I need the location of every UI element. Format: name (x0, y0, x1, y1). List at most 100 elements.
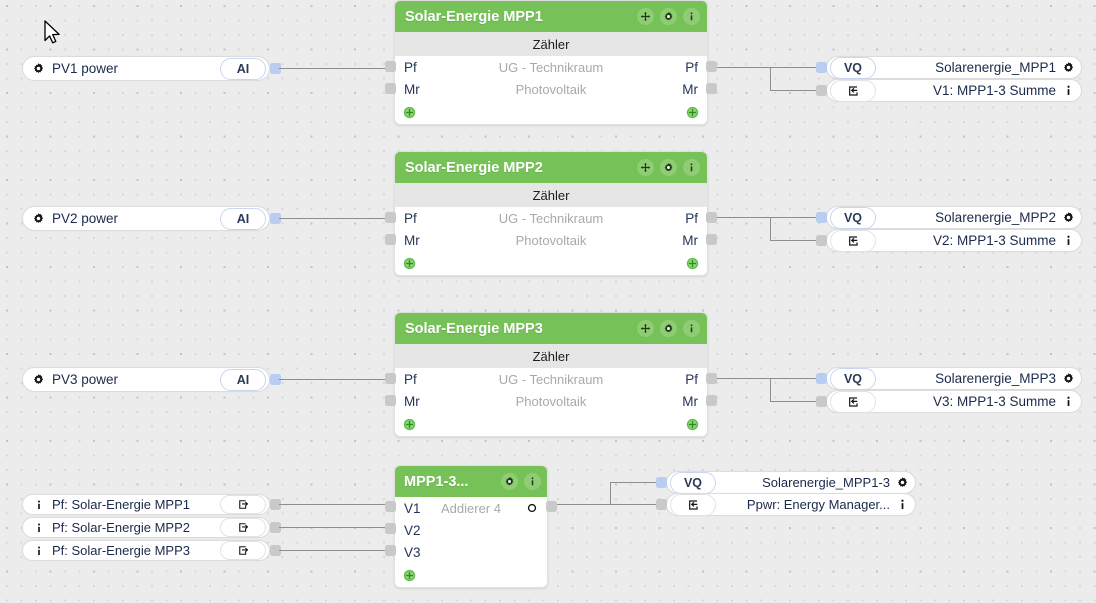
plus-icon[interactable] (403, 418, 416, 431)
input-port-v1-mpp1-3-summe[interactable] (816, 85, 827, 96)
arrow-out-of-box-icon[interactable] (237, 521, 250, 534)
input-port-mr[interactable] (385, 83, 396, 94)
row-input-label[interactable]: V1 (404, 500, 421, 516)
row-input-label[interactable]: Pf (404, 210, 417, 226)
port-pill-ai[interactable]: AI (220, 57, 266, 80)
port-pill-arrow[interactable] (220, 541, 266, 560)
port-pill-arrow[interactable] (830, 79, 876, 102)
row-output-label[interactable]: Pf (685, 59, 698, 75)
info-icon[interactable] (683, 159, 700, 176)
port-pill-arrow[interactable] (830, 229, 876, 252)
row-input-label[interactable]: Mr (404, 393, 420, 409)
info-icon[interactable] (683, 8, 700, 25)
row-input-label[interactable]: V3 (404, 544, 421, 560)
plus-icon[interactable] (403, 106, 416, 119)
input-port-pf[interactable] (385, 61, 396, 72)
port-pill-vq[interactable]: VQ (670, 471, 716, 494)
port-pill-vq[interactable]: VQ (830, 367, 876, 390)
plus-icon[interactable] (686, 106, 699, 119)
node-pf-solar-energie-mpp1[interactable]: Pf: Solar-Energie MPP1 (22, 494, 270, 515)
row-output-label[interactable]: Mr (682, 393, 698, 409)
port-pill-ai[interactable]: AI (220, 207, 266, 230)
row-output-label[interactable] (512, 502, 538, 514)
plus-icon[interactable] (686, 257, 699, 270)
output-circle-icon[interactable] (526, 502, 538, 514)
info-icon[interactable] (1062, 84, 1075, 97)
input-port-v3-mpp1-3-summe[interactable] (816, 396, 827, 407)
input-port-v2-mpp1-3-summe[interactable] (816, 235, 827, 246)
port-pill-arrow[interactable] (220, 518, 266, 537)
input-port-ppwr-energy-manager[interactable] (656, 499, 667, 510)
gear-icon[interactable] (32, 373, 45, 386)
output-port-pf[interactable] (706, 61, 717, 72)
output-port-pv3-power[interactable] (270, 374, 281, 385)
output-port-mr[interactable] (706, 395, 717, 406)
input-port-v3[interactable] (385, 545, 396, 556)
gear-icon[interactable] (1062, 211, 1075, 224)
block-header[interactable]: MPP1-3... (395, 466, 547, 497)
row-output-label[interactable]: Mr (682, 232, 698, 248)
input-port-v1[interactable] (385, 501, 396, 512)
port-pill-ai[interactable]: AI (220, 368, 266, 391)
node-pf-solar-energie-mpp2[interactable]: Pf: Solar-Energie MPP2 (22, 517, 270, 538)
output-port-pv1-power[interactable] (270, 63, 281, 74)
node-v2-mpp1-3-summe[interactable]: V2: MPP1-3 Summe (826, 229, 1082, 252)
gear-icon[interactable] (32, 62, 45, 75)
output-port-adder[interactable] (546, 501, 557, 512)
port-pill-arrow[interactable] (220, 495, 266, 514)
input-port-mr[interactable] (385, 234, 396, 245)
node-pf-solar-energie-mpp3[interactable]: Pf: Solar-Energie MPP3 (22, 540, 270, 561)
port-pill-vq[interactable]: VQ (830, 206, 876, 229)
gear-icon[interactable] (660, 159, 677, 176)
output-port-mr[interactable] (706, 234, 717, 245)
row-input-label[interactable]: Mr (404, 232, 420, 248)
port-pill-arrow[interactable] (670, 493, 716, 516)
arrow-out-of-box-icon[interactable] (237, 498, 250, 511)
output-port-pf-solar-energie-mpp3[interactable] (270, 545, 281, 556)
arrow-into-box-icon[interactable] (846, 234, 860, 248)
info-icon[interactable] (33, 545, 45, 557)
row-input-label[interactable]: Mr (404, 81, 420, 97)
arrow-into-box-icon[interactable] (686, 498, 700, 512)
gear-icon[interactable] (660, 8, 677, 25)
row-input-label[interactable]: Pf (404, 371, 417, 387)
output-port-pf[interactable] (706, 373, 717, 384)
info-icon[interactable] (896, 498, 909, 511)
info-icon[interactable] (1062, 395, 1075, 408)
input-port-solarenergie-mpp3[interactable] (816, 373, 827, 384)
input-port-pf[interactable] (385, 373, 396, 384)
node-v1-mpp1-3-summe[interactable]: V1: MPP1-3 Summe (826, 79, 1082, 102)
gear-icon[interactable] (1062, 61, 1075, 74)
arrow-out-of-box-icon[interactable] (237, 544, 250, 557)
arrow-into-box-icon[interactable] (846, 395, 860, 409)
gear-icon[interactable] (1062, 372, 1075, 385)
gear-icon[interactable] (896, 476, 909, 489)
output-port-pf[interactable] (706, 212, 717, 223)
info-icon[interactable] (33, 499, 45, 511)
info-icon[interactable] (524, 473, 541, 490)
move-icon[interactable] (637, 159, 654, 176)
input-port-solarenergie-mpp2[interactable] (816, 212, 827, 223)
plus-icon[interactable] (686, 418, 699, 431)
info-icon[interactable] (1062, 234, 1075, 247)
output-port-mr[interactable] (706, 83, 717, 94)
info-icon[interactable] (33, 522, 45, 534)
input-port-pf[interactable] (385, 212, 396, 223)
plus-icon[interactable] (403, 569, 416, 582)
block-header[interactable]: Solar-Energie MPP1 (395, 1, 707, 32)
info-icon[interactable] (683, 320, 700, 337)
gear-icon[interactable] (660, 320, 677, 337)
gear-icon[interactable] (32, 212, 45, 225)
arrow-into-box-icon[interactable] (846, 84, 860, 98)
output-port-pf-solar-energie-mpp1[interactable] (270, 499, 281, 510)
